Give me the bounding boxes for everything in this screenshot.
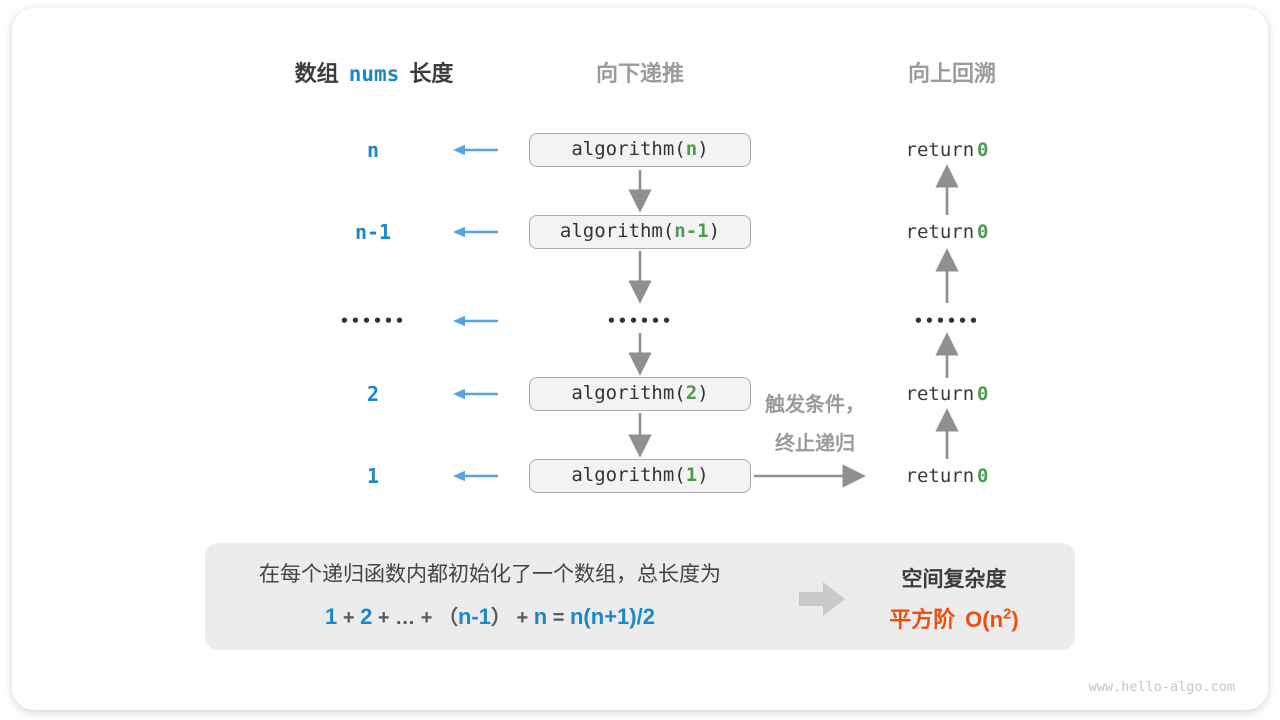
array-length-label: n <box>366 138 380 162</box>
complexity-title: 空间复杂度 <box>901 568 1007 591</box>
call-prefix: algorithm( <box>571 138 686 160</box>
summary-panel <box>205 543 1075 650</box>
termination-note: 触发条件， 终止递归 <box>752 386 878 464</box>
header-array-length-post: 长度 <box>409 61 454 86</box>
call-argument: 1 <box>685 464 698 486</box>
return-keyword: return <box>905 221 975 243</box>
call-argument: n-1 <box>674 220 709 242</box>
nums-code-label: nums <box>348 62 400 86</box>
formula-term: … <box>395 607 416 629</box>
header-array-length: 数组 nums 长度 <box>254 59 494 89</box>
left-arrow-icon <box>453 226 498 238</box>
formula-term: ） <box>490 607 511 629</box>
return-keyword: return <box>905 383 975 405</box>
formula-term: n-1 <box>457 604 491 629</box>
formula-term: n <box>533 604 548 629</box>
return-keyword: return <box>905 465 975 487</box>
formula-term: = <box>547 607 570 629</box>
call-suffix: ) <box>708 220 721 242</box>
big-o-close: ) <box>1011 607 1019 632</box>
summary-formula: 1 + 2 + … + （n-1） + n = n(n+1)/2 <box>230 601 750 630</box>
call-argument: n <box>685 138 698 160</box>
watermark: www.hello-algo.com <box>1088 679 1235 695</box>
formula-term: + <box>510 607 534 629</box>
algorithm-call-box: algorithm(2) <box>529 377 751 411</box>
header-backtrack-up: 向上回溯 <box>907 61 996 86</box>
header-recurse-down: 向下递推 <box>595 61 684 86</box>
header-array-length-pre: 数组 <box>294 61 339 86</box>
call-suffix: ) <box>697 464 709 486</box>
call-prefix: algorithm( <box>571 382 686 404</box>
call-prefix: algorithm( <box>571 464 686 486</box>
algorithm-call-box: algorithm(n) <box>529 133 751 167</box>
formula-term: + <box>337 607 361 629</box>
left-arrow-icon <box>453 315 498 327</box>
ellipsis-dots-right: •••••• <box>913 312 981 330</box>
formula-term: 1 <box>325 604 338 629</box>
array-length-label: •••••• <box>339 312 407 330</box>
summary-description: 在每个递归函数内都初始化了一个数组，总长度为 <box>259 563 721 586</box>
complexity-order-label: 平方阶 <box>889 607 956 632</box>
formula-term: n(n+1)/2 <box>569 604 655 629</box>
call-suffix: ) <box>697 138 709 160</box>
left-arrow-icon <box>453 470 498 482</box>
return-value: 0 <box>977 465 989 487</box>
ellipsis-dots-middle: •••••• <box>606 312 674 330</box>
array-length-label: n-1 <box>354 220 392 244</box>
array-length-label: 2 <box>366 382 380 406</box>
call-prefix: algorithm( <box>559 220 675 242</box>
big-o-open: O(n <box>965 607 1004 632</box>
termination-note-line1: 触发条件， <box>765 394 865 416</box>
formula-term: 2 <box>360 604 373 629</box>
formula-term: + <box>415 607 438 629</box>
return-value: 0 <box>977 221 989 243</box>
formula-term: + <box>372 607 396 629</box>
complexity-value: 平方阶 O(n2) <box>856 602 1052 634</box>
left-arrow-icon <box>453 388 498 400</box>
algorithm-call-box: algorithm(n-1) <box>529 215 751 249</box>
array-length-label: 1 <box>366 464 380 488</box>
big-o-exponent: 2 <box>1003 605 1012 623</box>
return-value: 0 <box>977 139 989 161</box>
call-argument: 2 <box>685 382 698 404</box>
recursion-row: •••••• •••••• •••••• <box>0 301 1280 341</box>
call-suffix: ) <box>697 382 709 404</box>
formula-term: （ <box>437 607 458 629</box>
return-keyword: return <box>905 139 975 161</box>
left-arrow-icon <box>453 144 498 156</box>
algorithm-call-box: algorithm(1) <box>529 459 751 493</box>
termination-note-line2: 终止递归 <box>775 433 855 455</box>
return-value: 0 <box>977 383 989 405</box>
implies-arrow-icon <box>799 582 845 616</box>
